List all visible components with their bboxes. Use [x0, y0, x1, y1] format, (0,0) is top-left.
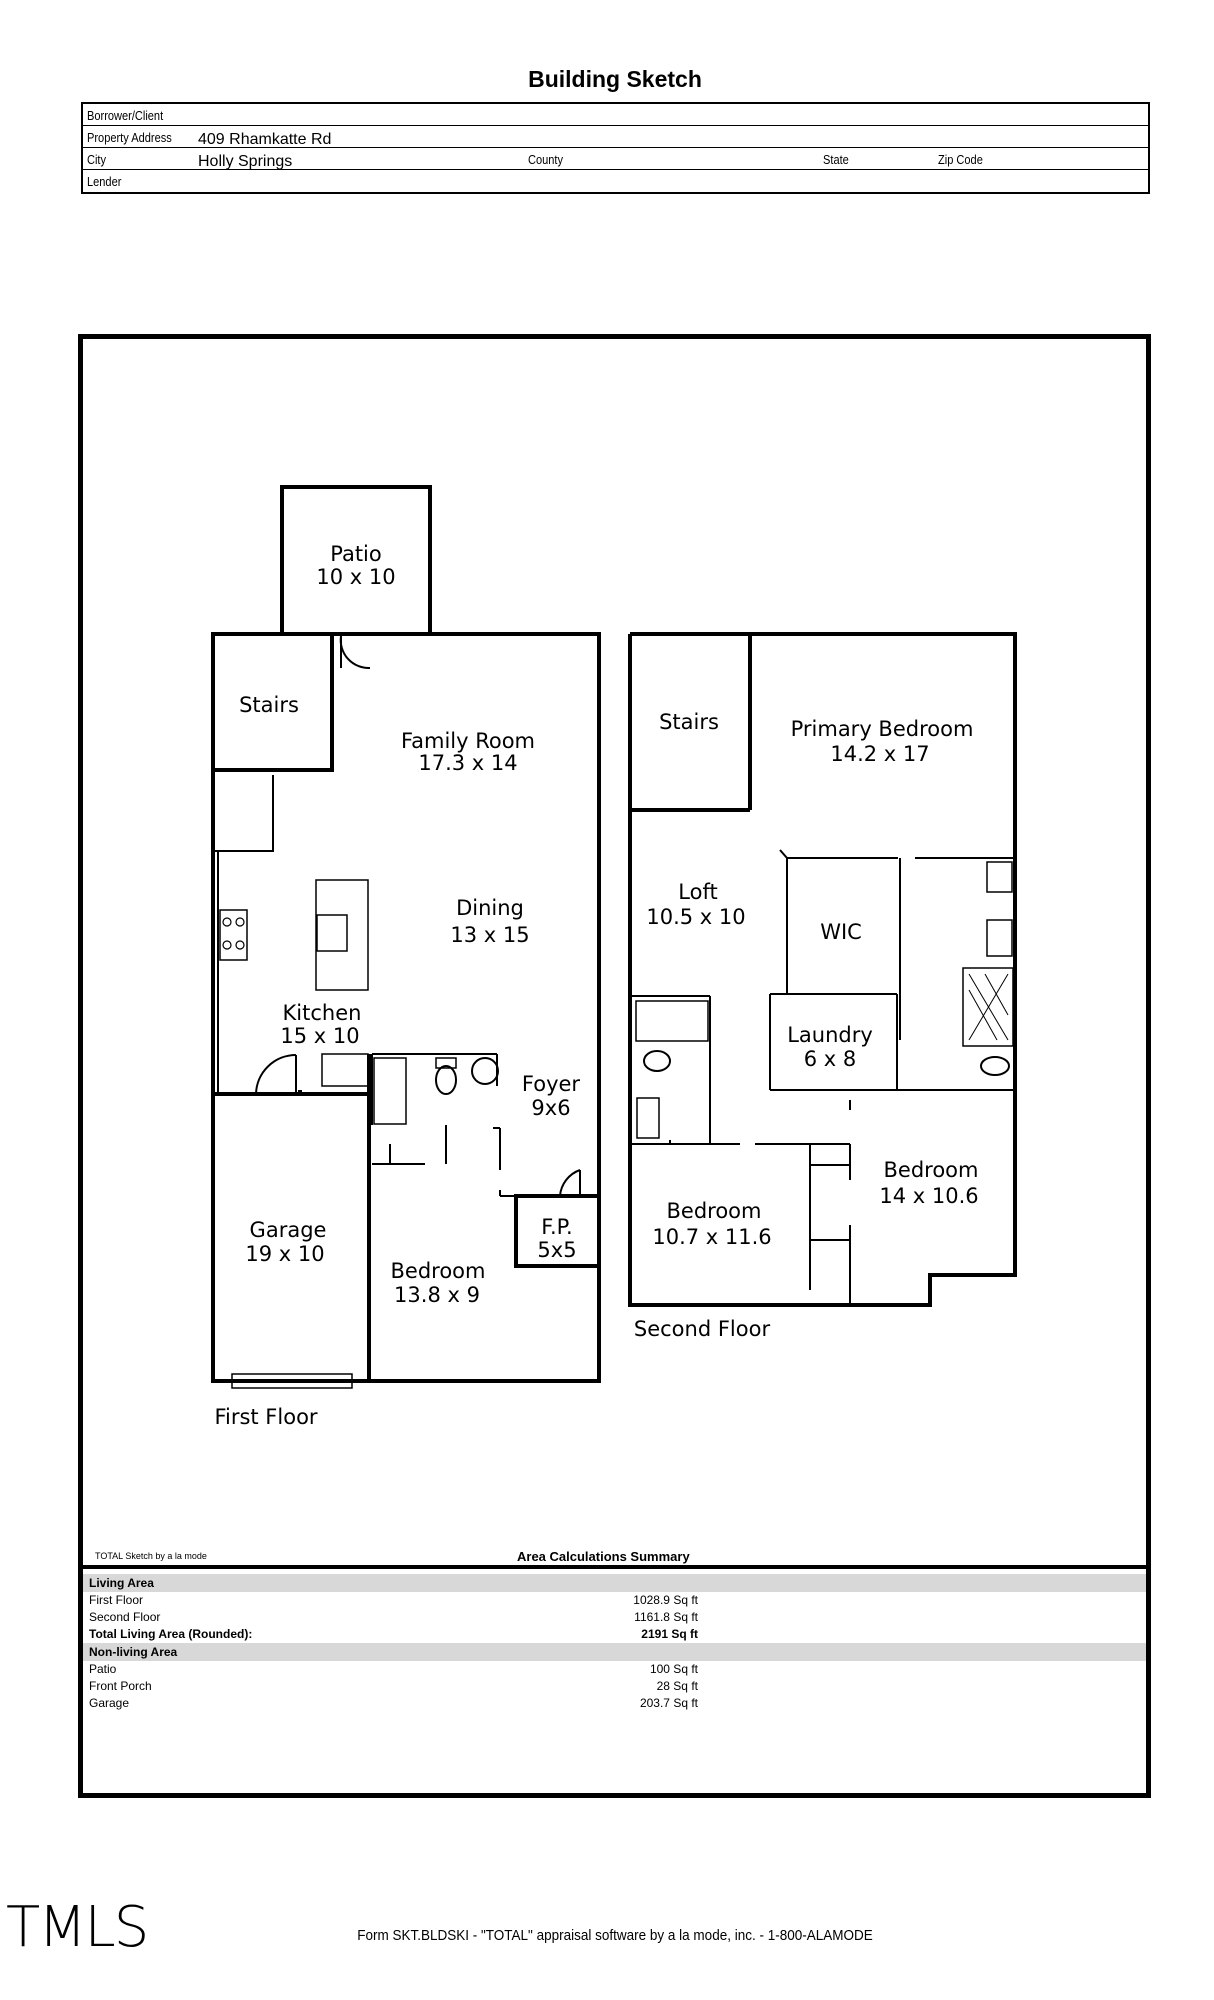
sf-bedroom-a-dims: 10.7 x 11.6: [652, 1225, 771, 1249]
patio-name: Patio: [330, 542, 382, 566]
city-value: Holly Springs: [198, 153, 293, 170]
tmls-logo: TMLS: [6, 1895, 149, 1960]
ff-sink-icon: [471, 1057, 499, 1085]
summary-row: Front Porch 28 Sq ft: [83, 1678, 1146, 1695]
form-footer: Form SKT.BLDSKI - "TOTAL" appraisal soft…: [357, 1927, 873, 1944]
second-floor-outline: [628, 632, 1017, 1307]
summary-row-label: Front Porch: [89, 1679, 152, 1693]
fp-name: F.P.: [541, 1215, 572, 1239]
sf-primary-toilet-icon: [980, 1056, 1010, 1076]
summary-row-label: Patio: [89, 1662, 117, 1676]
zip-label: Zip Code: [938, 152, 983, 167]
sf-bedroom-b-dims: 14 x 10.6: [879, 1184, 978, 1208]
summary-row-label: Garage: [89, 1696, 130, 1710]
city-row: City Holly Springs County State Zip Code: [83, 148, 1148, 170]
foyer-dims: 9x6: [531, 1096, 570, 1120]
first-floor-outline: [211, 632, 601, 1383]
family-room-dims: 17.3 x 14: [418, 751, 517, 775]
second-floor-label: Second Floor: [634, 1317, 771, 1341]
summary-row: Garage 203.7 Sq ft: [83, 1695, 1146, 1712]
sf-toilet-icon: [643, 1050, 671, 1072]
kitchen-name: Kitchen: [283, 1001, 362, 1025]
foyer-name: Foyer: [522, 1072, 581, 1096]
garage-dims: 19 x 10: [245, 1242, 324, 1266]
dining-dims: 13 x 15: [450, 923, 529, 947]
ff-stairs-outline: [211, 632, 334, 772]
patio-dims: 10 x 10: [316, 565, 395, 589]
ff-bedroom-name: Bedroom: [391, 1259, 486, 1283]
city-label: City: [87, 152, 107, 167]
summary-row-label: First Floor: [89, 1593, 143, 1607]
sf-bedroom-b-name: Bedroom: [884, 1158, 979, 1182]
nonliving-area-header: Non-living Area: [83, 1643, 1146, 1661]
summary-divider: [78, 1565, 1151, 1569]
summary-row: First Floor 1028.9 Sq ft: [83, 1592, 1146, 1609]
sf-bedroom-a-name: Bedroom: [667, 1199, 762, 1223]
summary-row-value: 28 Sq ft: [656, 1679, 698, 1693]
address-value: 409 Rhamkatte Rd: [198, 131, 332, 148]
state-label: State: [823, 152, 849, 167]
address-label: Property Address: [87, 130, 172, 145]
ff-bedroom-dims: 13.8 x 9: [394, 1283, 480, 1307]
family-room-name: Family Room: [401, 729, 535, 753]
fridge-icon: [321, 1053, 369, 1087]
summary-title: Area Calculations Summary: [517, 1549, 690, 1564]
fp-outline: [514, 1194, 601, 1268]
lender-label: Lender: [87, 174, 122, 189]
range-icon: [219, 909, 248, 961]
loft-name: Loft: [678, 880, 717, 904]
laundry-dims: 6 x 8: [804, 1047, 857, 1071]
shower-icon: [962, 967, 1014, 1047]
summary-row-value: 1161.8 Sq ft: [634, 1610, 698, 1624]
garage-name: Garage: [250, 1218, 327, 1242]
summary-row-label: Second Floor: [89, 1610, 161, 1624]
first-floor-label: First Floor: [214, 1405, 317, 1429]
page-title: Building Sketch: [528, 66, 702, 92]
summary-row-value: 203.7 Sq ft: [639, 1696, 698, 1710]
borrower-label: Borrower/Client: [87, 108, 164, 123]
summary-total-value: 2191 Sq ft: [641, 1627, 698, 1641]
summary-row-value: 1028.9 Sq ft: [633, 1593, 698, 1607]
sf-stairs-name: Stairs: [659, 710, 719, 734]
sink-icon: [316, 914, 348, 952]
primary-bedroom-name: Primary Bedroom: [791, 717, 974, 741]
property-header-table: Borrower/Client Property Address 409 Rha…: [81, 102, 1150, 194]
ff-tub-icon: [373, 1057, 407, 1125]
county-label: County: [528, 152, 564, 167]
address-row: Property Address 409 Rhamkatte Rd: [83, 126, 1148, 148]
dining-name: Dining: [456, 896, 524, 920]
area-summary: Living Area First Floor 1028.9 Sq ft Sec…: [83, 1574, 1146, 1712]
summary-row: Patio 100 Sq ft: [83, 1661, 1146, 1678]
ff-toilet-icon: [435, 1065, 457, 1095]
primary-bedroom-dims: 14.2 x 17: [830, 742, 929, 766]
garage-door-icon: [231, 1373, 353, 1389]
summary-total-label: Total Living Area (Rounded):: [89, 1627, 253, 1641]
kitchen-dims: 15 x 10: [280, 1024, 359, 1048]
summary-row: Second Floor 1161.8 Sq ft: [83, 1609, 1146, 1626]
wic-name: WIC: [820, 920, 862, 944]
sf-sink-icon: [636, 1097, 660, 1139]
sketch-credit: TOTAL Sketch by a la mode: [95, 1551, 207, 1561]
borrower-row: Borrower/Client: [83, 104, 1148, 126]
summary-row-value: 100 Sq ft: [649, 1662, 698, 1676]
sf-tub-icon: [635, 1000, 709, 1042]
ff-stairs-name: Stairs: [239, 693, 299, 717]
fp-dims: 5x5: [537, 1238, 576, 1262]
island-icon: [315, 879, 369, 991]
lender-row: Lender: [83, 170, 1148, 192]
laundry-name: Laundry: [787, 1023, 873, 1047]
summary-total-row: Total Living Area (Rounded): 2191 Sq ft: [83, 1626, 1146, 1643]
living-area-header: Living Area: [83, 1574, 1146, 1592]
sketch-frame: [78, 334, 1151, 1798]
loft-dims: 10.5 x 10: [646, 905, 745, 929]
